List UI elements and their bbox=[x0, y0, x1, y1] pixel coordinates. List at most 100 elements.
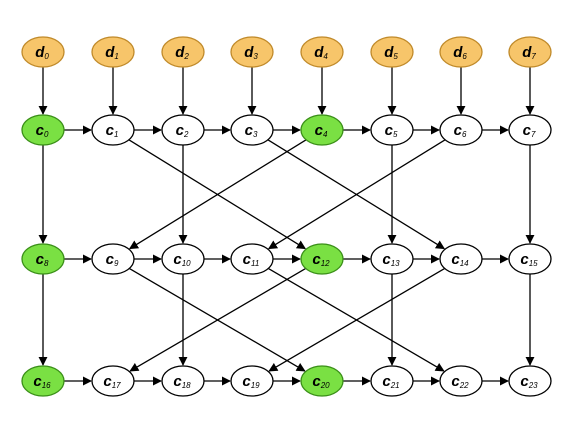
node-c18: c18 bbox=[161, 365, 205, 397]
node-c21-index: 21 bbox=[390, 381, 400, 390]
node-c12-letter: c bbox=[312, 251, 321, 268]
node-c0-index: 0 bbox=[44, 130, 49, 139]
node-c12-index: 12 bbox=[321, 259, 330, 268]
node-d0-index: 0 bbox=[44, 52, 49, 61]
node-c8-label: c8 bbox=[36, 251, 49, 268]
node-c13-index: 13 bbox=[391, 259, 400, 268]
node-c4-shape bbox=[300, 114, 344, 146]
node-c2-index: 2 bbox=[183, 130, 189, 139]
node-c7: c7 bbox=[508, 114, 552, 146]
node-c15-label: c15 bbox=[520, 251, 538, 268]
node-c3-label: c3 bbox=[245, 122, 258, 139]
node-c8-index: 8 bbox=[44, 259, 49, 268]
node-c2: c2 bbox=[161, 114, 205, 146]
node-c7-label: c7 bbox=[523, 122, 536, 139]
node-c11: c11 bbox=[230, 243, 274, 275]
node-d2-letter: d bbox=[175, 44, 185, 61]
node-c22: c22 bbox=[439, 365, 483, 397]
node-c15-letter: c bbox=[520, 251, 529, 268]
node-c9-shape bbox=[91, 243, 135, 275]
node-c21: c21 bbox=[370, 365, 414, 397]
edge-c6-to-c11 bbox=[267, 139, 446, 250]
node-d5-label: d5 bbox=[384, 44, 398, 61]
node-c17-index: 17 bbox=[112, 381, 121, 390]
node-c17-label: c17 bbox=[103, 373, 121, 390]
node-c23-letter: c bbox=[520, 373, 529, 390]
node-d0-shape bbox=[21, 36, 65, 68]
node-c3-index: 3 bbox=[253, 130, 258, 139]
node-d4-shape bbox=[300, 36, 344, 68]
node-c0-letter: c bbox=[36, 122, 45, 139]
node-c21-label: c21 bbox=[382, 373, 399, 390]
node-d4: d4 bbox=[300, 36, 344, 68]
node-c19-label: c19 bbox=[242, 373, 260, 390]
node-c10-letter: c bbox=[173, 251, 182, 268]
node-d1-shape bbox=[91, 36, 135, 68]
node-c6-letter: c bbox=[454, 122, 463, 139]
node-d0-label: d0 bbox=[35, 44, 49, 61]
node-c5-letter: c bbox=[385, 122, 394, 139]
node-d7-index: 7 bbox=[531, 52, 536, 61]
node-c6-shape bbox=[439, 114, 483, 146]
node-c8-shape bbox=[21, 243, 65, 275]
node-c2-label: c2 bbox=[176, 122, 189, 139]
node-c20-index: 20 bbox=[320, 381, 330, 390]
node-d3-shape bbox=[230, 36, 274, 68]
node-c9-index: 9 bbox=[114, 259, 119, 268]
node-d6-label: d6 bbox=[453, 44, 467, 61]
node-c1-label: c1 bbox=[106, 122, 119, 139]
node-c4-index: 4 bbox=[323, 130, 328, 139]
node-c18-label: c18 bbox=[173, 373, 191, 390]
node-c20-label: c20 bbox=[312, 373, 330, 390]
node-d6-shape bbox=[439, 36, 483, 68]
node-c13-letter: c bbox=[382, 251, 391, 268]
node-c20-shape bbox=[300, 365, 344, 397]
node-d6-index: 6 bbox=[462, 52, 467, 61]
node-c1-index: 1 bbox=[114, 130, 118, 139]
node-d5-shape bbox=[370, 36, 414, 68]
node-c0-shape bbox=[21, 114, 65, 146]
node-c9-letter: c bbox=[106, 251, 115, 268]
node-c5: c5 bbox=[370, 114, 414, 146]
node-d5-index: 5 bbox=[393, 52, 398, 61]
node-c12: c12 bbox=[300, 243, 344, 275]
node-c20: c20 bbox=[300, 365, 344, 397]
node-c2-shape bbox=[161, 114, 205, 146]
node-c17-shape bbox=[91, 365, 135, 397]
node-c1: c1 bbox=[91, 114, 135, 146]
edges bbox=[38, 67, 535, 386]
node-c8-letter: c bbox=[36, 251, 45, 268]
node-c18-shape bbox=[161, 365, 205, 397]
node-d3-index: 3 bbox=[253, 52, 258, 61]
node-c1-letter: c bbox=[106, 122, 115, 139]
node-c22-index: 22 bbox=[459, 381, 469, 390]
node-c1-shape bbox=[91, 114, 135, 146]
node-d7-shape bbox=[508, 36, 552, 68]
node-c13-shape bbox=[370, 243, 414, 275]
node-c3-letter: c bbox=[245, 122, 254, 139]
node-c16: c16 bbox=[21, 365, 65, 397]
node-c9: c9 bbox=[91, 243, 135, 275]
node-c15-shape bbox=[508, 243, 552, 275]
node-c15-index: 15 bbox=[529, 259, 538, 268]
node-d0: d0 bbox=[21, 36, 65, 68]
node-c0-label: c0 bbox=[36, 122, 49, 139]
node-c16-index: 16 bbox=[42, 381, 51, 390]
node-c14: c14 bbox=[439, 243, 483, 275]
node-c19-letter: c bbox=[242, 373, 251, 390]
node-c23: c23 bbox=[508, 365, 552, 397]
node-c13: c13 bbox=[370, 243, 414, 275]
edge-c4-to-c9 bbox=[128, 139, 307, 250]
node-c14-letter: c bbox=[451, 251, 460, 268]
node-c11-index: 11 bbox=[251, 259, 259, 268]
node-c22-letter: c bbox=[451, 373, 460, 390]
node-d6: d6 bbox=[439, 36, 483, 68]
node-c8: c8 bbox=[21, 243, 65, 275]
node-c10: c10 bbox=[161, 243, 205, 275]
node-c6-label: c6 bbox=[454, 122, 467, 139]
node-c11-shape bbox=[230, 243, 274, 275]
node-c3-shape bbox=[230, 114, 274, 146]
node-c22-label: c22 bbox=[451, 373, 469, 390]
node-c12-shape bbox=[300, 243, 344, 275]
edge-c14-to-c19 bbox=[268, 267, 446, 372]
